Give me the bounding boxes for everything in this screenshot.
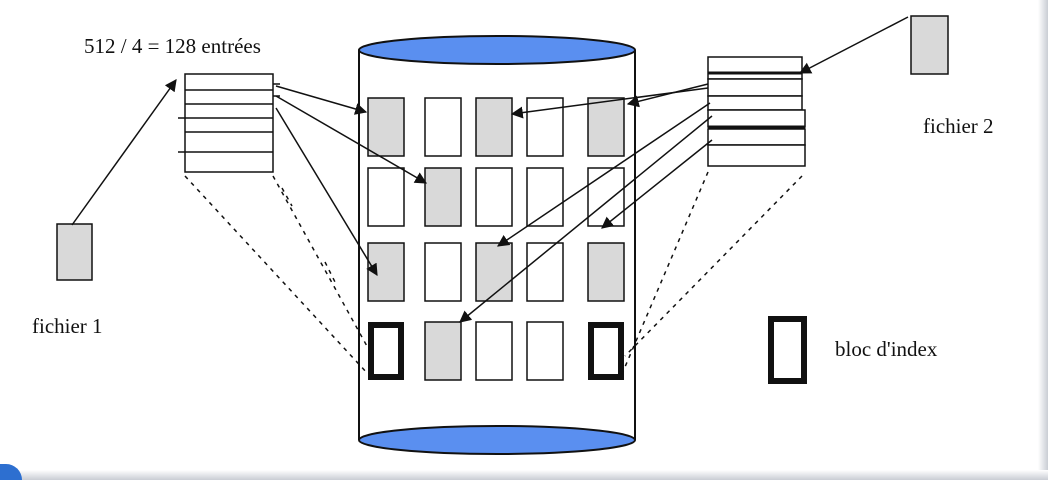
arrow-index1-to-block <box>275 85 368 115</box>
used-block <box>587 242 625 302</box>
free-block <box>367 167 405 227</box>
free-block <box>526 321 564 381</box>
pointer-arrows <box>71 16 909 323</box>
arrow-index2-to-block <box>601 139 713 229</box>
index-block <box>368 322 404 380</box>
arrow-file1-to-index <box>71 79 177 226</box>
arrow-index2-to-block <box>459 115 713 323</box>
disk-bottom-cap <box>358 425 636 455</box>
used-block <box>424 321 462 381</box>
disk-top-cap <box>358 35 636 65</box>
arrow-file2-to-index <box>798 16 909 74</box>
file1-label: fichier 1 <box>32 314 103 338</box>
arrow-index2-to-block <box>510 87 709 119</box>
corner-accent <box>0 464 22 480</box>
free-block <box>475 167 513 227</box>
free-block <box>526 97 564 157</box>
used-block <box>424 167 462 227</box>
free-block <box>526 167 564 227</box>
frame-edge-right <box>1038 0 1048 480</box>
index-table-2 <box>707 56 806 167</box>
disk-cylinder <box>358 35 636 455</box>
free-block <box>587 167 625 227</box>
index-table-1 <box>178 73 280 173</box>
entries-label: 512 / 4 = 128 entrées <box>84 34 261 58</box>
frame-edge-bottom <box>0 470 1048 480</box>
used-block <box>587 97 625 157</box>
disk-blocks <box>367 97 625 381</box>
index-block <box>588 322 624 380</box>
arrow-index1-to-block <box>275 95 428 184</box>
free-block <box>424 97 462 157</box>
file2-label: fichier 2 <box>923 114 994 138</box>
used-block <box>367 242 405 302</box>
used-block <box>475 97 513 157</box>
dashed-projection-lines <box>184 171 803 375</box>
file2-block <box>910 15 949 75</box>
arrow-index1-to-block <box>275 107 378 277</box>
used-block <box>475 242 513 302</box>
free-block <box>424 242 462 302</box>
index-block-legend-label: bloc d'index <box>835 337 938 361</box>
arrow-index2-to-block <box>497 102 711 247</box>
used-block <box>367 97 405 157</box>
free-block <box>475 321 513 381</box>
file1-block <box>56 223 93 281</box>
index-block-legend-icon <box>768 316 807 384</box>
